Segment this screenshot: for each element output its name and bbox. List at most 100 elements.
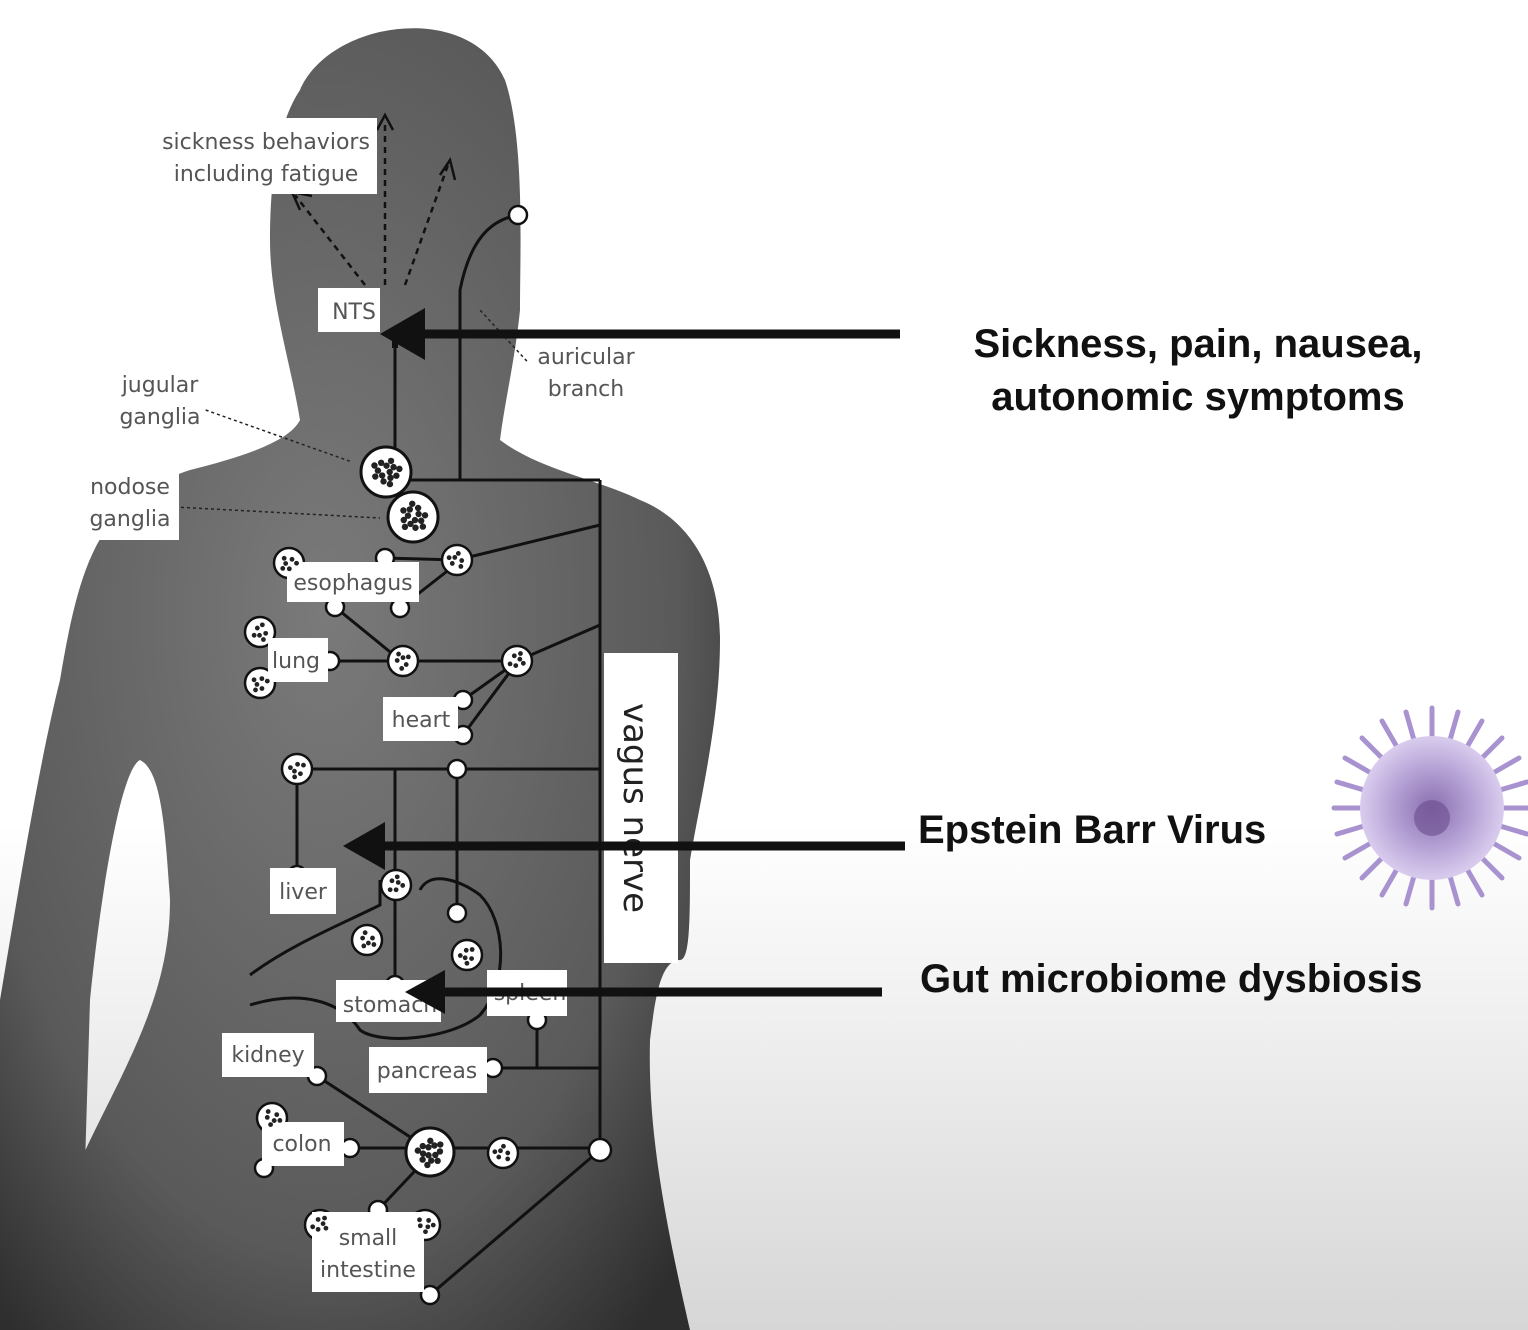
ganglion-dot: [301, 762, 306, 768]
ganglion-dot: [251, 677, 257, 683]
ganglion-dot: [259, 622, 265, 628]
sickness-callout-line1: Sickness, pain, nausea,: [973, 322, 1422, 366]
ganglion-dot: [414, 504, 422, 512]
ganglion-dot: [377, 459, 385, 467]
gut-callout: Gut microbiome dysbiosis: [920, 957, 1422, 1001]
ganglion-dot: [414, 1147, 422, 1154]
ganglion-dot: [370, 935, 375, 941]
ganglion-dot: [362, 930, 368, 936]
ganglion-dot: [457, 953, 463, 958]
ganglion-dot: [436, 1148, 444, 1155]
sickness-behaviors-label: sickness behaviors: [162, 130, 370, 155]
ganglion-dot: [277, 1118, 283, 1123]
ganglion-dot: [517, 656, 523, 662]
ganglion-dot: [452, 555, 458, 560]
liver-label: liver: [279, 880, 328, 905]
ganglion-dot: [265, 1109, 271, 1114]
ganglion-dot: [426, 1218, 432, 1223]
ganglion-dot: [295, 761, 300, 767]
ganglion-dot: [419, 1150, 427, 1157]
ganglion-dot: [434, 1157, 441, 1165]
ganglion-dot: [393, 472, 400, 479]
ganglion-dot: [425, 1152, 432, 1159]
ganglion-dot: [394, 658, 400, 663]
ganglion-dot: [423, 1229, 428, 1235]
ganglion-dot: [399, 666, 405, 671]
ganglion-dot: [404, 512, 412, 519]
heart-label: heart: [392, 708, 451, 733]
ganglion-dot: [264, 678, 270, 684]
ganglion-dot: [437, 1141, 444, 1148]
label-boxes: [82, 118, 678, 1292]
ganglion-dot: [411, 516, 419, 524]
callout-arrows: [343, 308, 905, 1014]
ganglion-dot: [259, 676, 265, 682]
ganglion-dot: [323, 1225, 329, 1231]
ganglion-dot: [406, 506, 414, 513]
ganglion-dot: [361, 943, 367, 949]
auricular-branch-label: branch: [548, 377, 624, 402]
ganglion-dot: [417, 1223, 423, 1229]
ganglion-dot: [395, 880, 401, 885]
ganglion-dot: [469, 947, 475, 952]
ganglion-dot: [421, 512, 429, 519]
ganglion-dot: [259, 686, 265, 691]
ganglion-dot: [458, 564, 464, 569]
ganglion-dot: [390, 463, 397, 471]
ganglion-dot: [417, 517, 425, 524]
ganglion-dot: [425, 1144, 432, 1151]
ganglion-dot: [389, 878, 395, 884]
ganglion-dot: [292, 768, 297, 774]
ganglion-dot: [261, 637, 266, 642]
ganglion-dot: [419, 1142, 426, 1150]
ganglion-dot: [380, 478, 387, 485]
ganglion-dot: [424, 1161, 431, 1169]
ganglion-dot: [387, 457, 395, 465]
ganglion-dot: [283, 561, 289, 566]
ganglion-dot: [400, 655, 406, 661]
virus-icon: [1331, 705, 1528, 911]
ganglion-dot: [492, 1149, 498, 1155]
ganglion-dot: [469, 956, 474, 962]
ganglion-dot: [371, 462, 378, 469]
auricular-label: auricular: [537, 345, 635, 370]
ganglion-dot: [298, 771, 303, 777]
ganglion-dot: [417, 1217, 422, 1223]
ganglion-dot: [268, 1122, 273, 1127]
ganglion-dot: [396, 465, 403, 473]
ganglion-dot: [365, 940, 371, 946]
jugular-label: jugular: [121, 373, 200, 398]
intestine-label: intestine: [320, 1258, 416, 1283]
ganglion-icon: [359, 445, 456, 1178]
ganglion-dot: [419, 1156, 426, 1163]
ganglion-dot: [464, 960, 470, 966]
ganglion-dot: [292, 774, 298, 780]
ganglion-dot: [409, 500, 416, 507]
nodose-ganglia-label: ganglia: [89, 507, 170, 532]
ganglion-dot: [315, 1217, 321, 1222]
ganglion-dot: [400, 883, 406, 888]
ganglion-dot: [386, 468, 393, 476]
ganglion-dot: [374, 467, 382, 474]
ganglion-dot: [251, 632, 257, 638]
kidney-label: kidney: [231, 1043, 304, 1068]
leader-lines: [174, 309, 536, 519]
ganglion-dot: [501, 1143, 506, 1149]
ganglion-dot: [393, 887, 399, 893]
nts-label: NTS: [332, 300, 376, 325]
lung-label: lung: [272, 649, 320, 674]
ganglion-dot: [320, 1221, 326, 1227]
ganglion-dot: [289, 556, 295, 562]
ganglion-dot: [496, 1154, 502, 1160]
colon-label: colon: [272, 1132, 331, 1157]
ganglion-dot: [371, 942, 377, 947]
ganglion-dot: [407, 520, 414, 528]
ganglion-dot: [286, 566, 292, 572]
ganglion-dot: [520, 660, 526, 666]
ganglion-dot: [253, 687, 258, 693]
ganglion-dot: [511, 653, 517, 659]
vagus-nerve-label: vagus nerve: [615, 703, 655, 913]
ganglion-dot: [383, 462, 390, 469]
ganglion-dot: [463, 947, 469, 953]
ganglion-dot: [387, 474, 394, 482]
